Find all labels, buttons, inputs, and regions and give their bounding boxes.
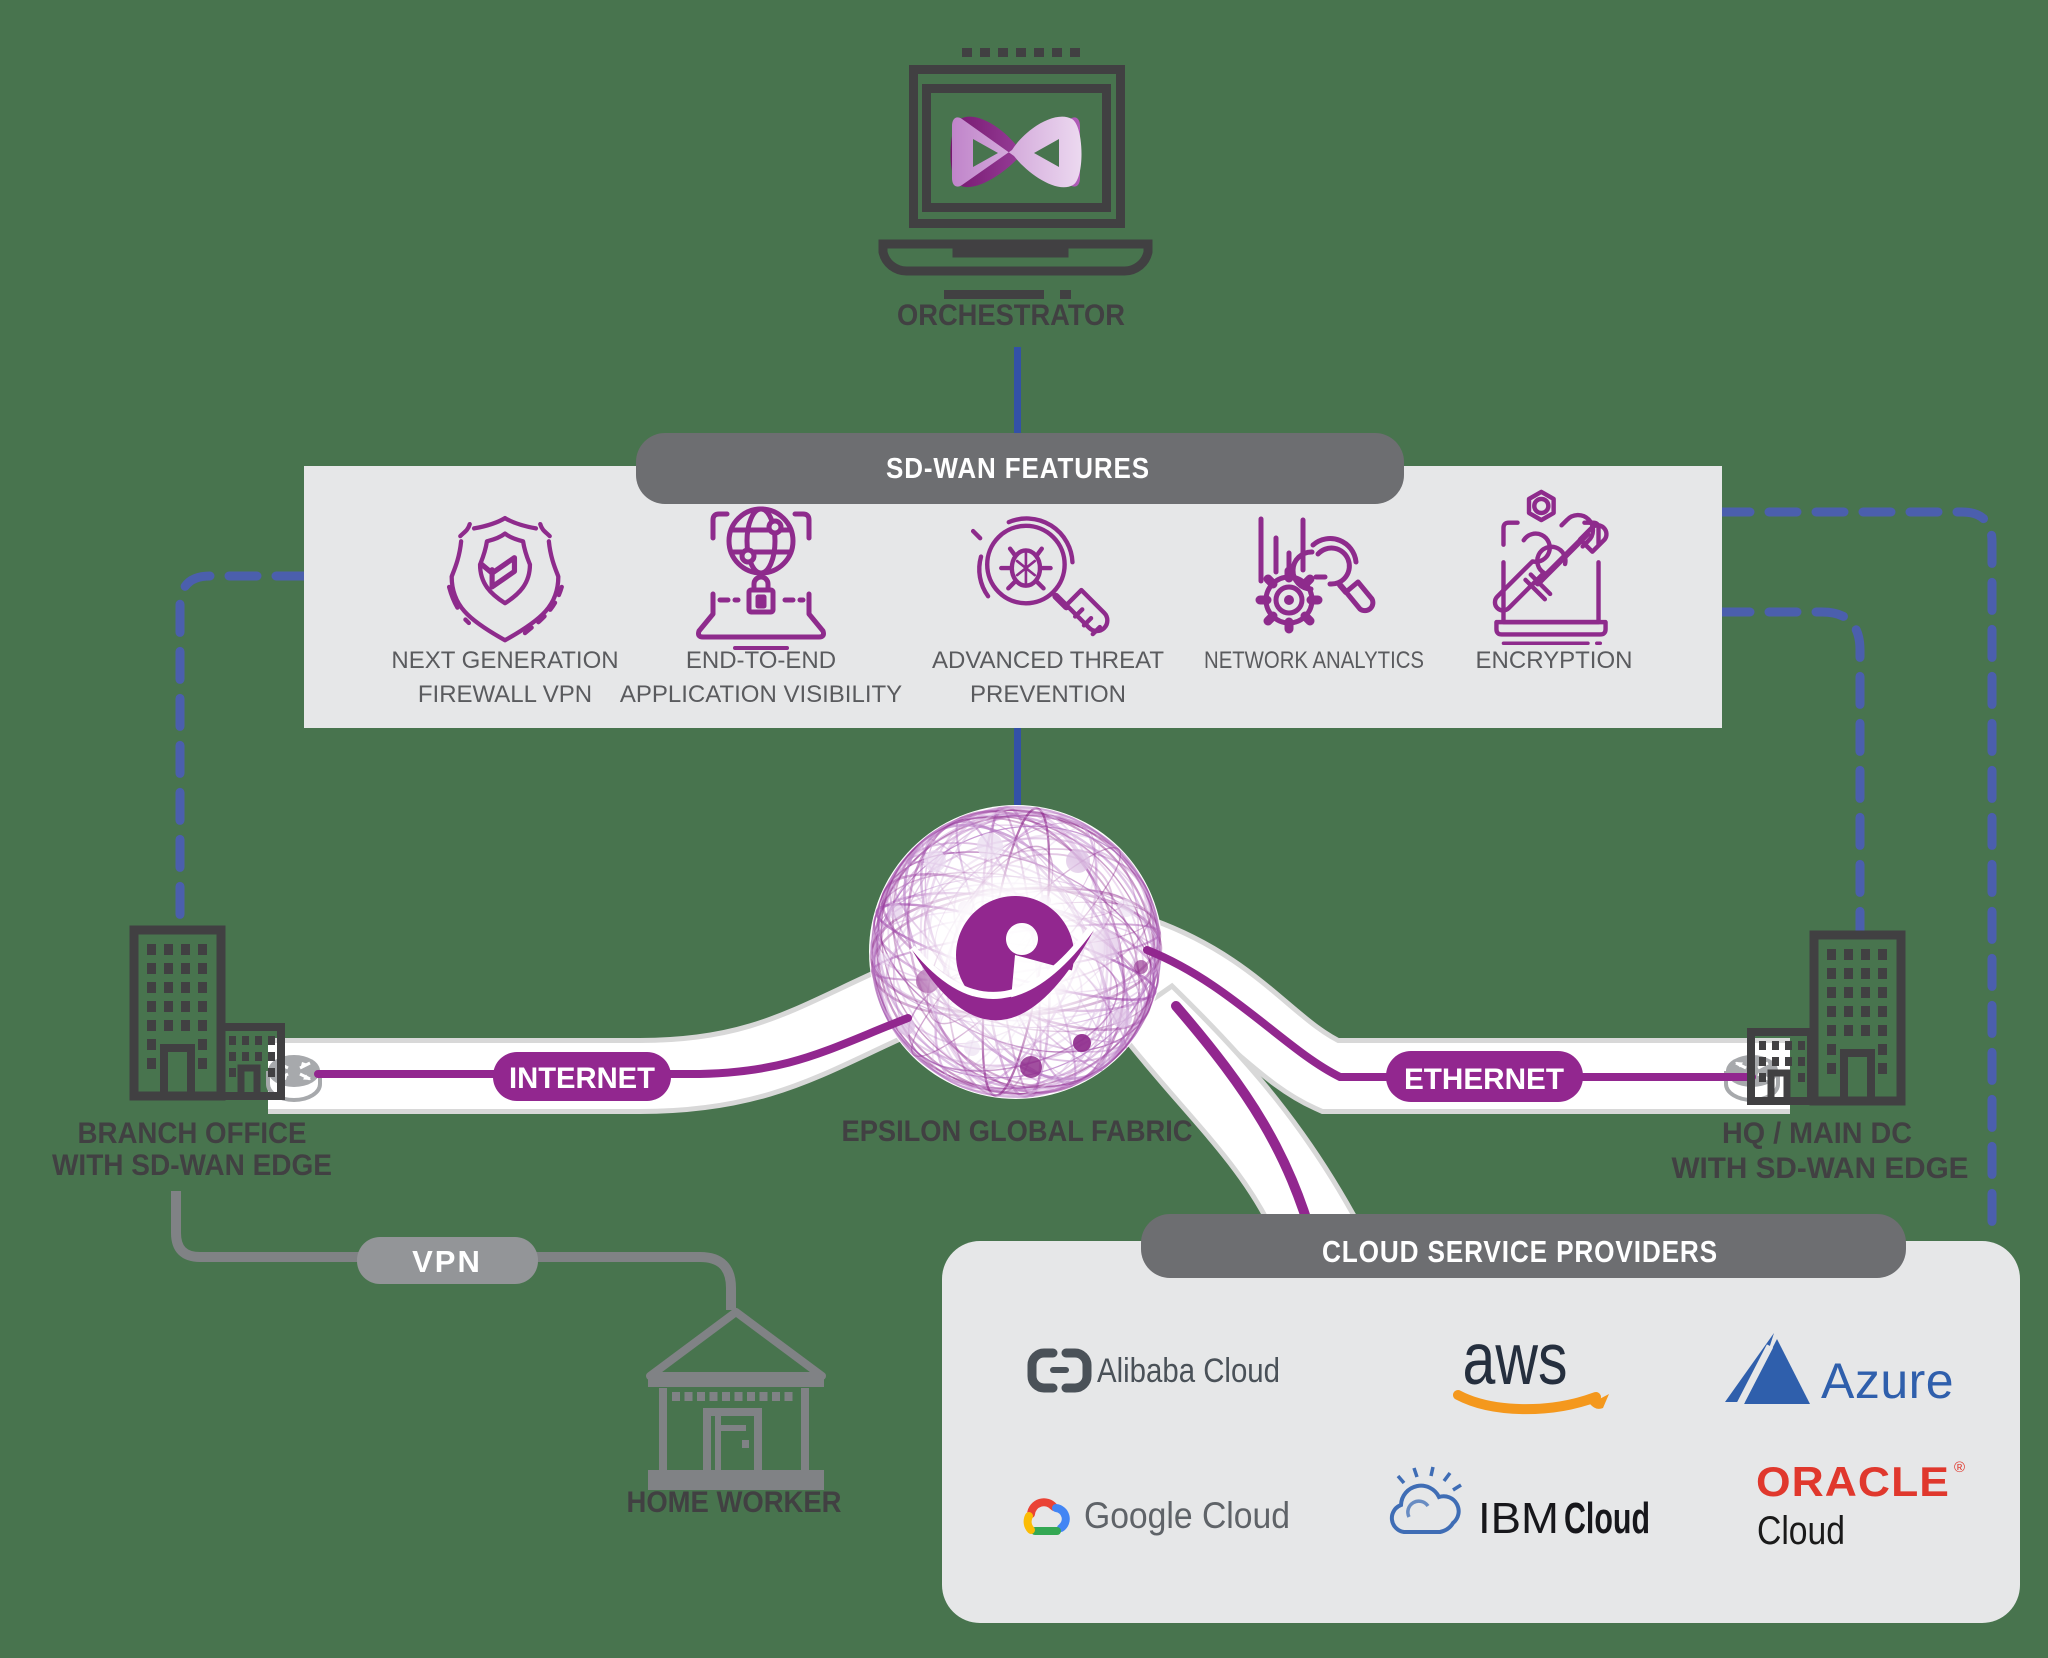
svg-text:ADVANCED THREAT: ADVANCED THREAT (932, 647, 1164, 674)
svg-text:SD-WAN FEATURES: SD-WAN FEATURES (886, 453, 1150, 485)
svg-text:IBM: IBM (1478, 1494, 1559, 1543)
svg-text:aws: aws (1463, 1319, 1568, 1400)
svg-text:APPLICATION VISIBILITY: APPLICATION VISIBILITY (620, 681, 902, 708)
svg-text:EPSILON GLOBAL FABRIC: EPSILON GLOBAL FABRIC (842, 1115, 1193, 1148)
svg-text:Alibaba Cloud: Alibaba Cloud (1097, 1352, 1280, 1390)
svg-text:Cloud: Cloud (1757, 1509, 1845, 1553)
svg-text:NEXT GENERATION: NEXT GENERATION (391, 647, 618, 674)
svg-text:PREVENTION: PREVENTION (970, 681, 1126, 708)
svg-text:FIREWALL VPN: FIREWALL VPN (418, 681, 592, 708)
svg-text:Google Cloud: Google Cloud (1084, 1495, 1290, 1536)
svg-text:ORACLE: ORACLE (1756, 1458, 1950, 1505)
svg-text:WITH SD-WAN EDGE: WITH SD-WAN EDGE (52, 1149, 332, 1182)
svg-text:Azure: Azure (1821, 1353, 1954, 1409)
svg-text:VPN: VPN (412, 1244, 482, 1279)
svg-text:ENCRYPTION: ENCRYPTION (1476, 647, 1633, 674)
svg-text:ETHERNET: ETHERNET (1404, 1063, 1564, 1096)
svg-text:END-TO-END: END-TO-END (686, 647, 836, 674)
svg-text:HOME WORKER: HOME WORKER (627, 1486, 842, 1519)
svg-text:ORCHESTRATOR: ORCHESTRATOR (897, 299, 1125, 332)
svg-text:WITH SD-WAN EDGE: WITH SD-WAN EDGE (1672, 1152, 1969, 1185)
svg-text:INTERNET: INTERNET (509, 1062, 655, 1095)
svg-text:HQ / MAIN DC: HQ / MAIN DC (1722, 1117, 1912, 1150)
svg-text:CLOUD SERVICE PROVIDERS: CLOUD SERVICE PROVIDERS (1322, 1234, 1718, 1269)
svg-text:BRANCH OFFICE: BRANCH OFFICE (78, 1117, 307, 1150)
svg-text:Cloud: Cloud (1564, 1494, 1650, 1543)
svg-text:NETWORK ANALYTICS: NETWORK ANALYTICS (1204, 647, 1424, 674)
svg-text:®: ® (1954, 1459, 1965, 1476)
